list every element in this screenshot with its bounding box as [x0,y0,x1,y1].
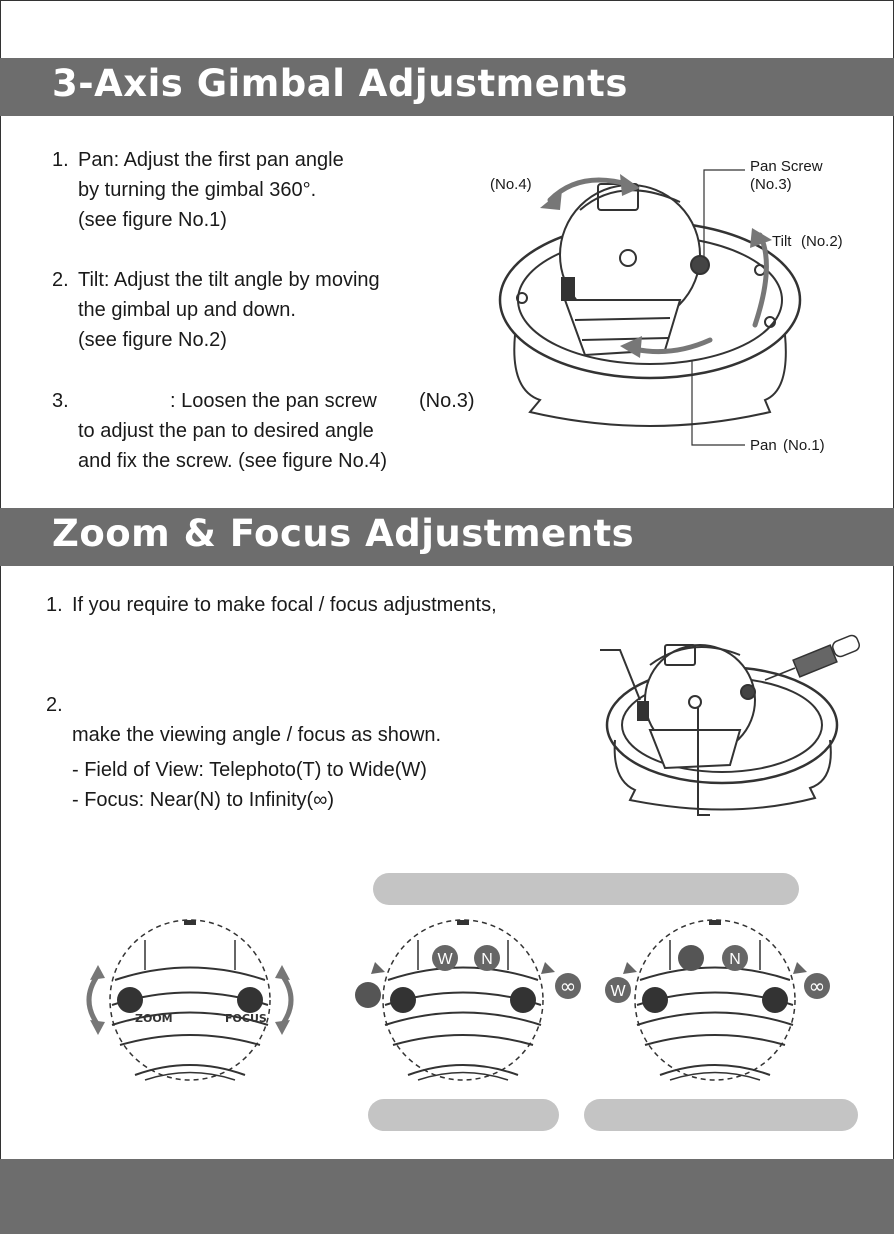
section-banner-gimbal: 3-Axis Gimbal Adjustments [0,58,894,116]
label-pan-screw-ref: (No.3) [750,176,792,193]
label-pan: Pan [750,437,777,454]
section-title-gimbal: 3-Axis Gimbal Adjustments [52,62,628,105]
ring-focus-label: FOCUS [225,1012,267,1025]
step3-ref: (No.3) [419,390,475,412]
label-pan-screw: Pan Screw [750,158,823,175]
near-badge: N [481,951,493,968]
label-pan-ref: (No.1) [783,437,825,454]
wide-badge: W [610,983,626,1000]
lens-diagram-wide: W N ∞ [605,919,830,1081]
ring-zoom-label: ZOOM [135,1012,173,1025]
label-no4: (No.4) [490,176,532,193]
step3-line2: to adjust the pan to desired angle [78,420,374,442]
step2-line3: (see figure No.2) [78,329,227,351]
lens-diagram-rotation: ZOOM FOCUS [86,919,294,1081]
step1-line3: (see figure No.1) [78,209,227,231]
step3-line3: and fix the screw. (see figure No.4) [78,450,388,472]
gimbal-dome-figure [498,169,802,446]
zoom-step2-line1: make the viewing angle / focus as shown. [72,724,442,746]
top-label-pill [373,873,799,905]
near-badge: N [729,951,741,968]
zoom-step2-line2: - Field of View: Telephoto(T) to Wide(W) [72,759,427,781]
step2-line1: Tilt: Adjust the tilt angle by moving [78,269,380,291]
step2-number: 2. [52,269,69,291]
lens-diagram-tele: W N ∞ [355,919,581,1081]
step1-number: 1. [52,149,69,171]
step2-line2: the gimbal up and down. [78,299,296,321]
step1-line2: by turning the gimbal 360°. [78,179,317,201]
step1-line1: Pan: Adjust the first pan angle [78,149,344,171]
footer-band [0,1159,894,1234]
zoom-step2-number: 2. [46,694,63,716]
label-tilt-ref: (No.2) [801,233,843,250]
step3-number: 3. [52,390,69,412]
zoom-step2-line3: - Focus: Near(N) to Infinity(∞) [72,789,335,811]
bottom-label-pill-left [368,1099,559,1131]
zoom-step1-text: If you require to make focal / focus adj… [72,594,497,616]
wide-badge: W [437,951,453,968]
lens-diagrams: ZOOM FOCUS W N ∞ W N ∞ [86,919,830,1081]
zoom-step1-number: 1. [46,594,63,616]
section-title-zoom: Zoom & Focus Adjustments [52,512,635,555]
section-banner-zoom: Zoom & Focus Adjustments [0,508,894,566]
label-tilt: Tilt [772,233,792,250]
infinity-badge: ∞ [560,974,577,998]
bottom-label-pill-right [584,1099,858,1131]
infinity-badge: ∞ [809,974,826,998]
step3-line1: : Loosen the pan screw [170,390,377,412]
zoom-dome-figure [600,634,860,816]
